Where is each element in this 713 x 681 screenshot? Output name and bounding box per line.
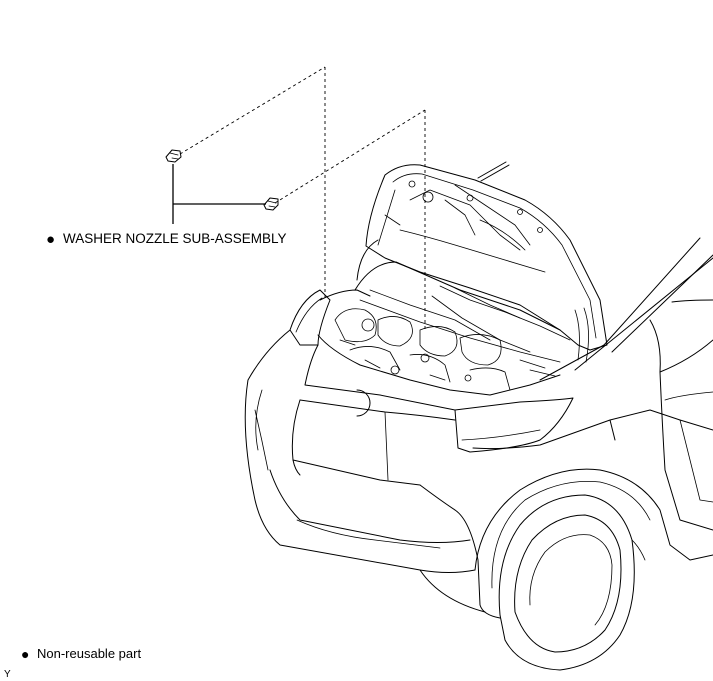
engine-compartment: [317, 289, 561, 396]
non-reusable-bullet: ●: [46, 231, 55, 248]
open-hood: [365, 161, 608, 351]
legend-bullet: ●: [21, 646, 29, 662]
cowl-and-wipers: [354, 239, 589, 363]
front-fender: [454, 371, 713, 619]
part-callout-label: ● WASHER NOZZLE SUB-ASSEMBLY: [46, 231, 287, 248]
front-bumper: [244, 329, 486, 613]
washer-nozzle-left: [165, 149, 182, 163]
windshield-outline: [539, 237, 713, 381]
legend: ● Non-reusable part: [21, 646, 141, 662]
figure-code: Y: [4, 669, 11, 680]
legend-label: Non-reusable part: [37, 646, 141, 661]
headlights: [289, 289, 574, 453]
front-tire: [498, 494, 646, 671]
vehicle-front-illustration: [244, 161, 713, 671]
exploded-view-lines: [179, 66, 426, 330]
callout-leader: [172, 164, 266, 224]
washer-nozzle-right: [263, 197, 279, 211]
washer-nozzle-label: WASHER NOZZLE SUB-ASSEMBLY: [63, 231, 287, 246]
